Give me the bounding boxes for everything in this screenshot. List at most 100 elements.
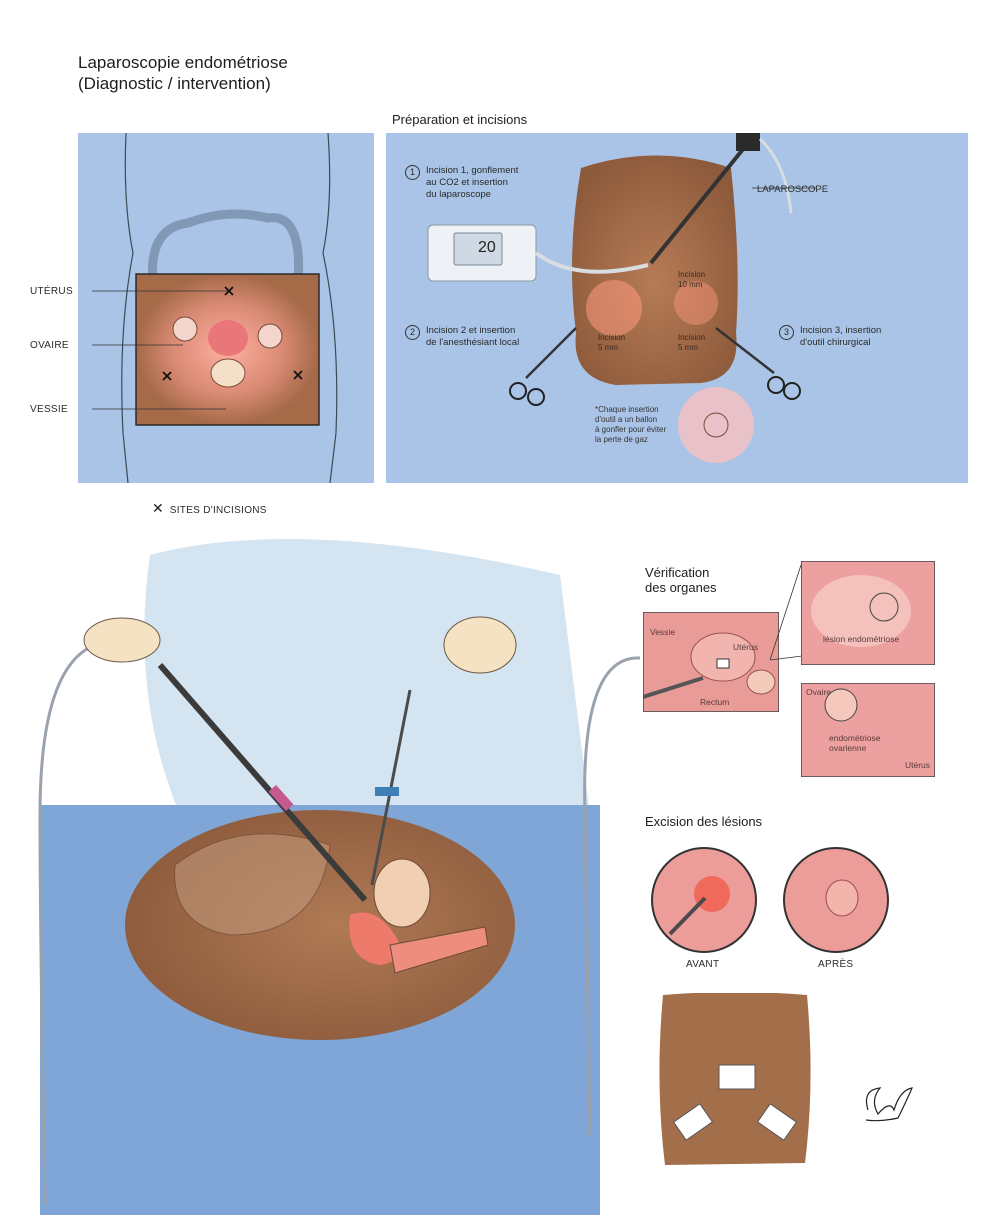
label-avant: AVANT [686, 959, 720, 970]
legend-incision-sites: ✕ SITES D'INCISIONS [152, 500, 267, 518]
excision-before [651, 847, 757, 953]
cross-icon: ✕ [152, 500, 164, 516]
note-line-1: *Chaque insertion [595, 405, 659, 414]
incision-2-line-1: Incision [598, 333, 626, 342]
incision-3-line-2: 5 mm [678, 343, 698, 352]
verification-line-2: des organes [645, 580, 717, 595]
trocar-collar-left [268, 784, 294, 812]
title-line-2: (Diagnostic / intervention) [78, 74, 271, 93]
label-uterus-view: Utérus [733, 642, 759, 652]
bandaged-abdomen [659, 993, 811, 1165]
incision-mark-1 [224, 286, 234, 296]
bandage-right [756, 1103, 798, 1141]
torso-outline [121, 133, 338, 483]
incision-label-5mm-left: Incision 5 mm [598, 333, 625, 353]
step-1-line-1: Incision 1, gonflement [426, 165, 519, 176]
bladder-shape [373, 858, 431, 928]
ovary-left [172, 316, 198, 342]
page-title: Laparoscopie endométriose (Diagnostic / … [78, 52, 288, 94]
ovary-view [746, 669, 776, 695]
label-apres: APRÈS [818, 959, 854, 970]
legend-text: SITES D'INCISIONS [169, 505, 267, 516]
bandage-top [718, 1064, 756, 1090]
bandage-left [672, 1103, 714, 1141]
intestine-outline [174, 833, 331, 936]
lesion-inset-2 [801, 683, 935, 777]
verification-heading: Vérification des organes [645, 565, 717, 595]
surgeon-right-hand [443, 616, 517, 674]
trocar-collar-right [375, 787, 399, 796]
uterus-shape [208, 320, 248, 356]
surgeon-gown [144, 539, 590, 815]
verification-view [643, 612, 779, 712]
step-2-line-1: Incision 2 et insertion [426, 325, 516, 336]
title-line-1: Laparoscopie endométriose [78, 53, 288, 72]
incision-glow-left [586, 280, 642, 336]
note-line-3: à gonfler pour éviter [595, 425, 667, 434]
step-3-line-1: Incision 3, insertion [800, 325, 882, 336]
pelvis-box [135, 273, 320, 426]
label-ovaire-inset: Ovaire [806, 687, 832, 697]
lesion-spot [869, 592, 899, 622]
step-1: 1 Incision 1, gonflement au CO2 et inser… [405, 165, 518, 201]
incision-label-10mm: Incision 10 mm [678, 270, 705, 290]
laparoscope-shaft [157, 663, 368, 902]
incision-mark-3 [293, 370, 303, 380]
excision-tool [668, 896, 707, 936]
balloon-port [703, 412, 729, 438]
vagina-shape [389, 926, 489, 974]
lesion-inset-1 [801, 561, 935, 665]
label-lesion-endometriose: lésion endométriose [823, 634, 900, 644]
incision-3-line-1: Incision [678, 333, 706, 342]
surgeon-left-hand [83, 617, 161, 663]
bladder-shape [210, 358, 246, 388]
ovary-circle [824, 688, 858, 722]
laparoscope-shaft [649, 141, 750, 265]
verification-line-1: Vérification [645, 565, 710, 580]
ovary-right [257, 323, 283, 349]
label-vessie-view: Vessie [650, 627, 676, 637]
label-endometriose-ovarienne: endométriose ovarienne [829, 733, 881, 753]
forceps-left-shaft [525, 327, 577, 379]
endo-line-1: endométriose [829, 733, 881, 743]
incision-1-line-1: Incision [678, 270, 706, 279]
camera-cable-right [583, 656, 640, 1136]
incision-2-line-2: 5 mm [598, 343, 618, 352]
forceps-right-shaft [715, 327, 775, 374]
camera-cable-left [38, 639, 141, 1206]
laparoscope-cable [758, 137, 793, 214]
label-vessie: VESSIE [30, 404, 68, 415]
incision-1-line-2: 10 mm [678, 280, 703, 289]
step-1-line-2: au CO2 et insertion [426, 177, 508, 188]
incision-mark-2 [162, 371, 172, 381]
probe-tool [643, 676, 704, 699]
note-line-4: la perte de gaz [595, 435, 648, 444]
monitor-readout: 20 [478, 239, 496, 256]
step-3-number: 3 [779, 325, 794, 340]
forceps-right-handle [767, 376, 801, 400]
balloon-note: *Chaque insertion d'outil a un ballon à … [595, 405, 666, 445]
laparoscope-camera [736, 133, 760, 151]
step-2: 2 Incision 2 et insertion de l'anesthési… [405, 325, 519, 349]
label-uterus-inset: Utérus [905, 760, 931, 770]
step-3-line-2: d'outil chirurgical [800, 337, 871, 348]
uterus-view [690, 632, 756, 682]
anatomy-panel [78, 133, 374, 483]
note-line-2: d'outil a un ballon [595, 415, 658, 424]
incision-glow-right [674, 281, 718, 325]
co2-tube [534, 251, 649, 274]
step-1-line-3: du laparoscope [426, 189, 491, 200]
verification-leaders [770, 561, 803, 661]
laparoscope-label: LAPAROSCOPE [757, 184, 829, 195]
forceps-left-handle [509, 382, 545, 406]
prep-heading: Préparation et incisions [392, 112, 528, 127]
label-ovaire: OVAIRE [30, 340, 69, 351]
label-uterus: UTÉRUS [30, 286, 73, 297]
colon-outline [147, 209, 304, 284]
surgery-scene [38, 539, 640, 1215]
incision-label-5mm-right: Incision 5 mm [678, 333, 705, 353]
balloon-detail [678, 387, 754, 463]
lesion-marker [716, 658, 730, 669]
artist-signature [865, 1087, 913, 1122]
uterus-shape [349, 912, 400, 965]
